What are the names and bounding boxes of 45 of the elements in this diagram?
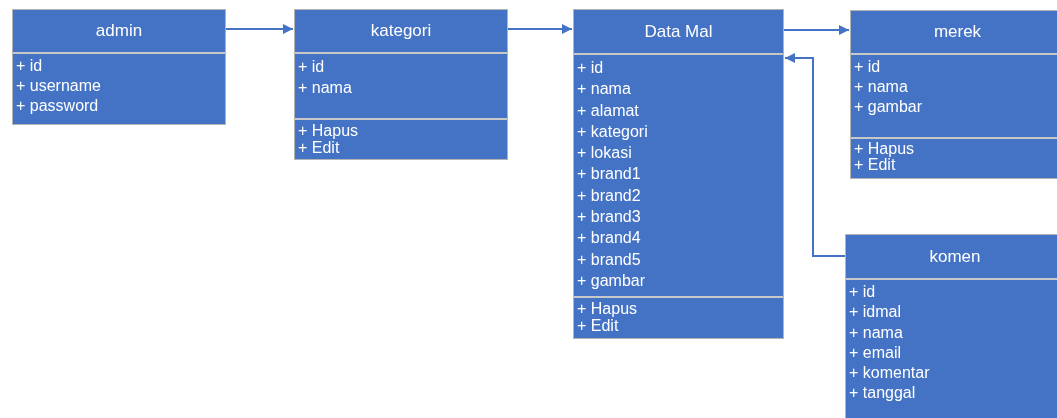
class-name: merek — [933, 22, 982, 42]
class-name: komen — [929, 246, 981, 267]
attribute-text: + kategori — [577, 121, 648, 142]
attribute-text: + username — [16, 76, 101, 96]
class-box — [294, 9, 508, 160]
attribute-text: + lokasi — [577, 143, 632, 164]
attribute-text: + nama — [854, 77, 908, 97]
attribute-text: + brand5 — [577, 249, 641, 270]
attribute-text: + email — [849, 342, 902, 363]
attribute-text: + id — [16, 56, 43, 76]
attribute-text: + tanggal — [849, 383, 916, 404]
attribute-text: + id — [854, 57, 881, 77]
attribute-text: + brand1 — [577, 164, 641, 185]
attribute-text: + komentar — [849, 363, 930, 384]
attribute-text: + nama — [577, 79, 631, 100]
attribute-text: + brand3 — [577, 207, 641, 228]
attribute-text: + id — [298, 57, 325, 77]
attribute-text: + brand4 — [577, 228, 641, 249]
attribute-text: + idmal — [849, 302, 902, 323]
class-box — [12, 9, 226, 125]
arrow — [784, 53, 846, 257]
arrow — [507, 24, 573, 34]
attribute-text: + gambar — [854, 97, 923, 117]
method-text: + Hapus — [298, 122, 359, 139]
attribute-text: + nama — [298, 78, 352, 98]
method-text: + Hapus — [854, 141, 915, 157]
attribute-text: + nama — [849, 322, 903, 343]
class-name: kategori — [370, 21, 432, 41]
attribute-text: + password — [16, 96, 99, 116]
method-text: + Edit — [854, 157, 896, 173]
class-box — [573, 9, 784, 339]
method-text: + Edit — [298, 139, 340, 156]
attribute-text: + id — [577, 58, 604, 78]
arrow — [225, 24, 294, 34]
attribute-text: + id — [849, 282, 876, 302]
attribute-text: + gambar — [577, 270, 646, 291]
attribute-text: + brand2 — [577, 185, 641, 206]
arrow — [783, 25, 850, 35]
class-box — [845, 234, 1057, 418]
class-box — [850, 10, 1057, 179]
method-text: + Hapus — [577, 300, 638, 317]
class-name: Data Mal — [644, 21, 713, 42]
attribute-text: + alamat — [577, 100, 639, 121]
method-text: + Edit — [577, 317, 619, 334]
class-name: admin — [95, 21, 143, 41]
